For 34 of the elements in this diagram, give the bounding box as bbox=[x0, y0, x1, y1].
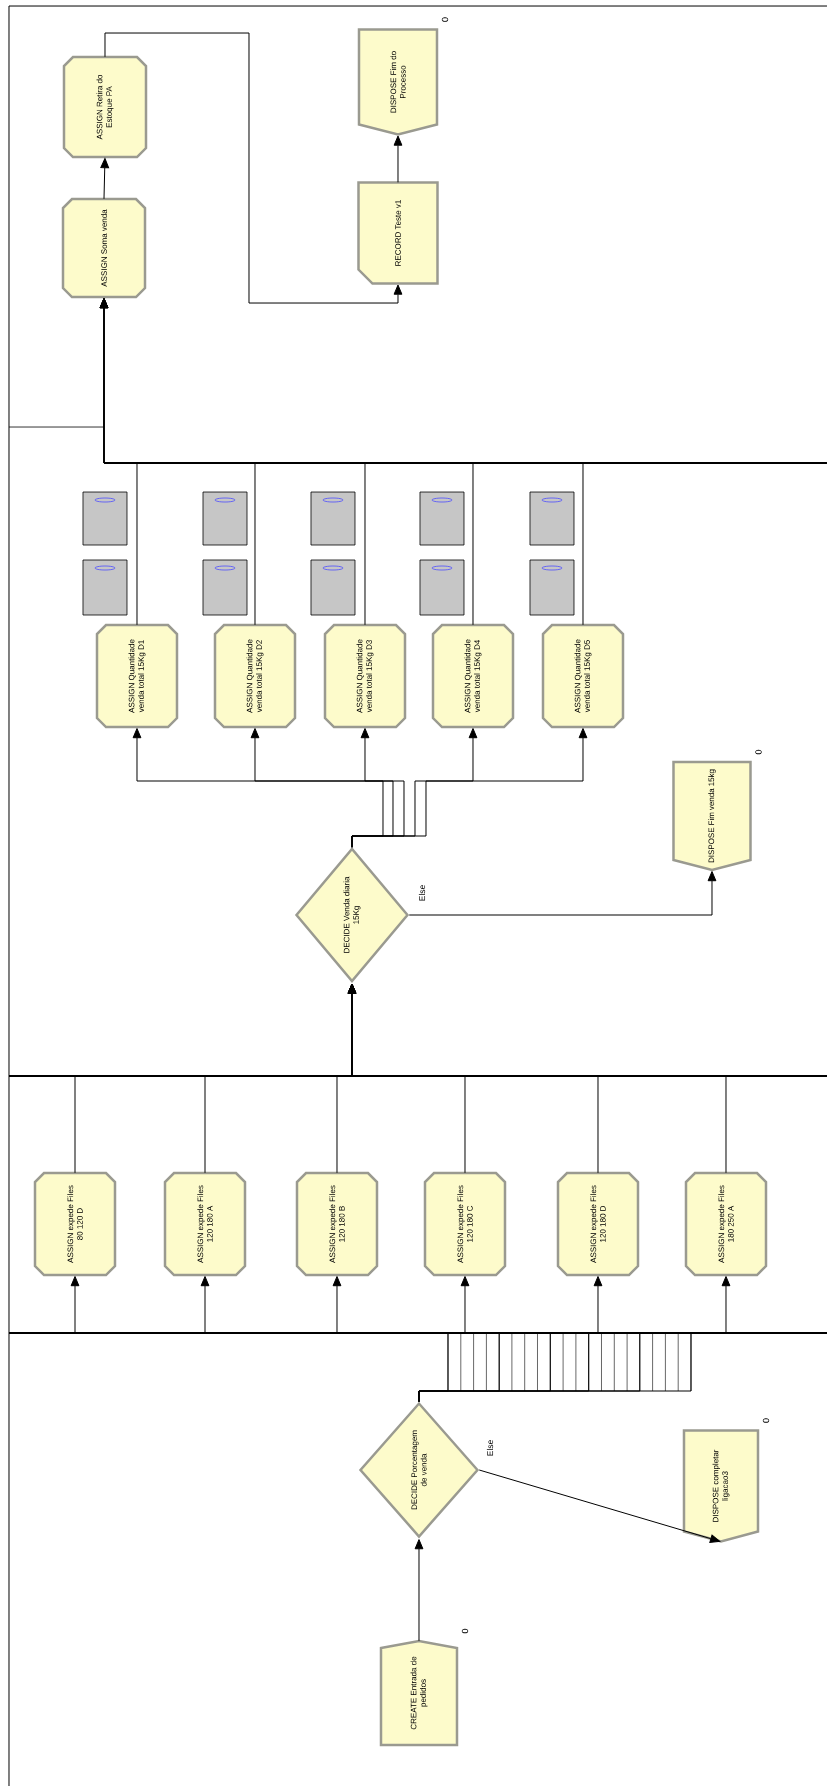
dispose-module: DISPOSE Fim venda 15kg bbox=[672, 760, 752, 872]
assign-module: ASSIGN Quantidade venda total 15Kg D2 bbox=[213, 623, 297, 729]
connector bbox=[99, 298, 584, 626]
assign-module: ASSIGN Quantidade venda total 15Kg D4 bbox=[431, 623, 515, 729]
connector bbox=[393, 135, 403, 183]
connector bbox=[414, 1539, 424, 1642]
assign-module: ASSIGN Soma venda bbox=[61, 197, 147, 299]
counter-label: 0 bbox=[762, 1418, 770, 1423]
assign-module: ASSIGN expede Files 120 180 D bbox=[556, 1171, 640, 1277]
connector bbox=[347, 983, 727, 1174]
connector bbox=[418, 1276, 731, 1403]
assign-module: ASSIGN Retira do Estoque PA bbox=[62, 55, 148, 159]
assign-module: ASSIGN expede Files 180 250 A bbox=[684, 1171, 768, 1277]
assign-module: ASSIGN expede Files 80 120 D bbox=[33, 1171, 117, 1277]
assign-module: ASSIGN Quantidade venda total 15Kg D3 bbox=[323, 623, 407, 729]
counter-label: 0 bbox=[461, 1628, 469, 1634]
assign-module: ASSIGN Quantidade venda total 15Kg D1 bbox=[95, 623, 179, 729]
assign-module: ASSIGN Quantidade venda total 15Kg D5 bbox=[541, 623, 625, 729]
edge-label: Else bbox=[417, 883, 427, 903]
edge-label: Else bbox=[485, 1438, 495, 1458]
connector bbox=[100, 158, 110, 200]
assign-module: ASSIGN expede Files 120 180 B bbox=[295, 1171, 379, 1277]
counter-label: 0 bbox=[755, 749, 762, 755]
connector bbox=[408, 871, 717, 916]
record-module: RECORD Teste v1 bbox=[357, 181, 439, 285]
connector bbox=[104, 32, 403, 304]
assign-module: ASSIGN expede Files 120 180 C bbox=[423, 1171, 507, 1277]
dispose-module: DISPOSE Fim do Processo bbox=[357, 28, 439, 136]
connector bbox=[351, 728, 588, 848]
counter-label: 0 bbox=[441, 17, 449, 22]
create-module: CREATE Entrada de pedidos bbox=[379, 1639, 459, 1747]
dispose-module: DISPOSE completar ligacao3 bbox=[682, 1429, 760, 1543]
assign-module: ASSIGN expede Files 120 180 A bbox=[163, 1171, 247, 1277]
connector bbox=[478, 1469, 721, 1543]
